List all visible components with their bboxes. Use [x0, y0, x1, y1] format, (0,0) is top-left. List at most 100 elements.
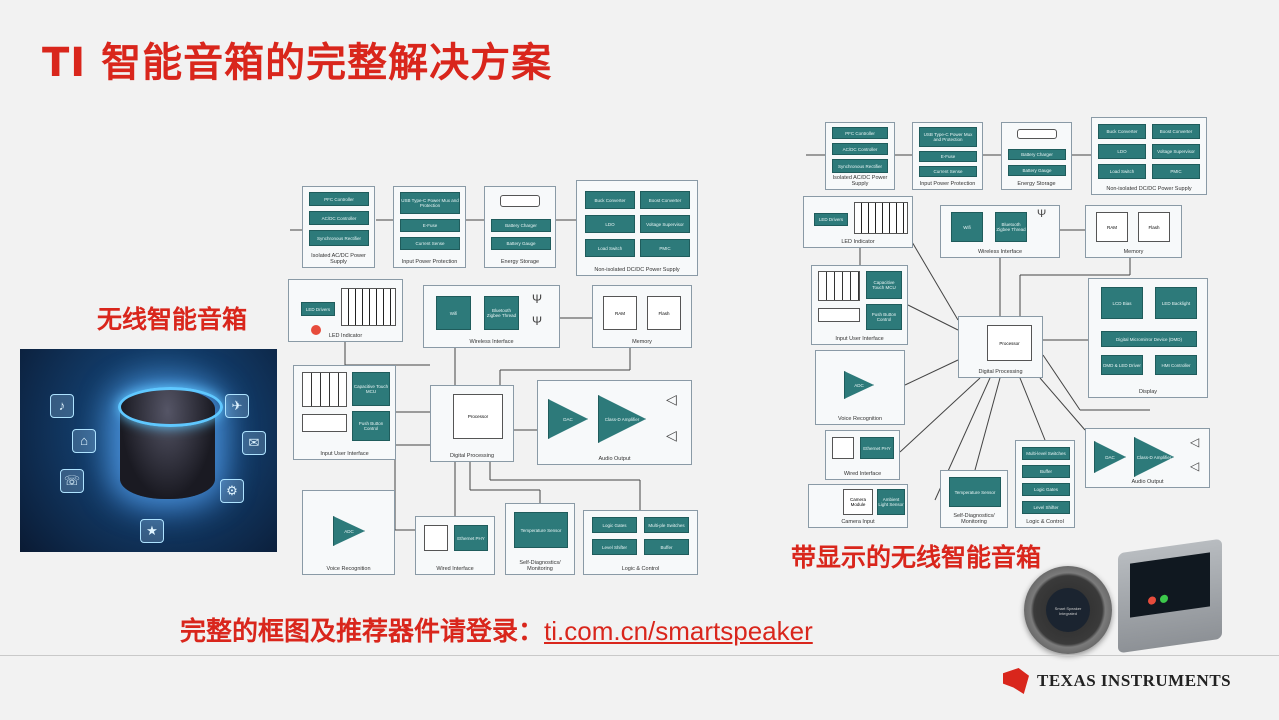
antenna-icon: Ψ — [532, 314, 543, 328]
right-audio-caption: Audio Output — [1131, 479, 1164, 485]
right-logic-item-3: Logic Gates — [1022, 483, 1070, 496]
right-input-power-item-2: E-Fuse — [919, 151, 977, 162]
right-camera-caption: Camera Input — [841, 519, 875, 525]
left-dcdc-item-1: Buck Converter — [585, 191, 635, 209]
left-logic-item-2: Multi-ple Switches — [644, 517, 689, 533]
tablet-speaker-screen — [1130, 552, 1210, 618]
left-led-caption: LED Indicator — [328, 333, 363, 339]
right-audio-block: DAC Class-D Amplifier ◁ ◁ Audio Output — [1085, 428, 1210, 488]
antenna-icon: Ψ — [1037, 208, 1047, 220]
left-energy-item-2: Battery Gauge — [491, 237, 551, 250]
left-input-ui-item-1: Capacitive Touch MCU — [352, 372, 390, 406]
button-row-icon — [302, 414, 347, 432]
right-voice-caption: Voice Recognition — [837, 416, 883, 422]
button-row-icon — [818, 308, 860, 322]
right-input-power-caption: Input Power Protection — [919, 181, 976, 187]
left-wired-item-1: Ethernet PHY — [454, 525, 488, 551]
left-logic-item-4: Buffer — [644, 539, 689, 555]
car-icon: ⚙ — [220, 479, 244, 503]
right-logic-item-4: Level Shifter — [1022, 501, 1070, 514]
right-dcdc-item-6: PMIC — [1152, 164, 1200, 179]
right-memory-item-1: RAM — [1096, 212, 1128, 242]
right-camera-item-1: Camera Module — [843, 489, 873, 515]
right-energy-item-2: Battery Gauge — [1008, 165, 1066, 176]
round-display-speaker-image: Smart Speaker Integrated — [1024, 566, 1112, 654]
right-display-item-4: DMD & LED Driver — [1101, 355, 1143, 375]
speaker-icon: ◁ — [666, 391, 677, 407]
right-memory-item-2: Flash — [1138, 212, 1170, 242]
left-wireless-item-2: Bluetooth Zigbee Thread — [484, 296, 519, 330]
left-dcdc-item-5: Load Switch — [585, 239, 635, 257]
ethernet-port-icon — [832, 437, 854, 459]
speaker-icon: ◁ — [1190, 459, 1200, 473]
left-wired-block: Ethernet PHY Wired Interface — [415, 516, 495, 575]
left-wired-caption: Wired Interface — [436, 566, 474, 572]
left-logic-caption: Logic & Control — [621, 566, 660, 572]
right-logic-block: Multi-level Switches Buffer Logic Gates … — [1015, 440, 1075, 528]
brand-wordmark: TEXAS INSTRUMENTS — [1037, 671, 1232, 690]
right-display-item-5: HMI Controller — [1155, 355, 1197, 375]
right-dcdc-item-5: Load Switch — [1098, 164, 1146, 179]
right-logic-item-2: Buffer — [1022, 465, 1070, 478]
right-energy-item-1: Battery Charger — [1008, 149, 1066, 160]
battery-icon — [1017, 129, 1057, 139]
right-acdc-caption: Isolated AC/DC Power Supply — [832, 175, 888, 187]
left-acdc-item-1: PFC Controller — [309, 192, 369, 206]
right-logic-caption: Logic & Control — [1026, 519, 1064, 525]
right-wireless-item-1: Wifi — [951, 212, 983, 242]
right-display-item-1: LCD Bias — [1101, 287, 1143, 319]
left-input-power-item-2: E-Fuse — [400, 219, 460, 232]
right-display-item-2: LED Backlight — [1155, 287, 1197, 319]
right-diag-item-1: Temperature Sensor — [949, 477, 1001, 507]
left-input-power-item-1: USB Type-C Power Mux and Protection — [400, 192, 460, 214]
right-acdc-item-2: AC/DC Controller — [832, 143, 888, 155]
right-voice-item-1: ADC — [844, 371, 874, 399]
left-dcdc-item-6: PMIC — [640, 239, 690, 257]
left-diag-item-1: Temperature Sensor — [514, 512, 568, 548]
footer-divider — [0, 655, 1279, 656]
left-input-power-block: USB Type-C Power Mux and Protection E-Fu… — [393, 186, 466, 268]
left-memory-item-2: Flash — [647, 296, 681, 330]
antenna-icon: Ψ — [532, 292, 543, 306]
right-dcdc-caption: Non-isolated DC/DC Power Supply — [1106, 186, 1192, 192]
star-icon: ★ — [140, 519, 164, 543]
right-input-ui-item-1: Capacitive Touch MCU — [866, 271, 902, 299]
right-energy-block: Battery Charger Battery Gauge Energy Sto… — [1001, 122, 1072, 190]
ethernet-port-icon — [424, 525, 448, 551]
cta-prefix: 完整的框图及推荐器件请登录： — [180, 617, 545, 647]
left-input-ui-block: Capacitive Touch MCU Push Button Control… — [293, 365, 396, 460]
left-dcdc-block: Buck Converter Boost Converter LDO Volta… — [576, 180, 698, 276]
left-logic-block: Logic Gates Multi-ple Switches Level Shi… — [583, 510, 698, 575]
right-wireless-item-2: Bluetooth Zigbee Thread — [995, 212, 1027, 242]
right-camera-block: Camera Module Ambient Light Sensor Camer… — [808, 484, 908, 528]
touch-grid-icon — [302, 372, 347, 407]
left-dcdc-item-3: LDO — [585, 215, 635, 233]
smartspeaker-link[interactable]: ti.com.cn/smartspeaker — [544, 616, 813, 646]
left-dp-block: Processor Digital Processing — [430, 385, 514, 462]
left-memory-caption: Memory — [632, 339, 652, 345]
left-diag-block: Temperature Sensor Self-Diagnostics/ Mon… — [505, 503, 575, 575]
left-input-power-caption: Input Power Protection — [401, 259, 458, 265]
left-audio-block: DAC Class-D Amplifier ◁ ◁ Audio Output — [537, 380, 692, 465]
left-input-ui-caption: Input User Interface — [320, 451, 369, 457]
right-dcdc-item-2: Boost Converter — [1152, 124, 1200, 139]
right-memory-block: RAM Flash Memory — [1085, 205, 1182, 258]
left-voice-caption: Voice Recognition — [326, 566, 371, 572]
phone-icon: ☏ — [60, 469, 84, 493]
left-input-ui-item-2: Push Button Control — [352, 411, 390, 441]
left-input-power-item-3: Current Sense — [400, 237, 460, 250]
round-speaker-screen: Smart Speaker Integrated — [1046, 588, 1090, 632]
right-acdc-item-1: PFC Controller — [832, 127, 888, 139]
battery-icon — [500, 195, 540, 207]
left-energy-item-1: Battery Charger — [491, 219, 551, 232]
right-wired-caption: Wired Interface — [843, 471, 882, 477]
tablet-display-speaker-image — [1118, 538, 1222, 654]
display-speaker-label: 带显示的无线智能音箱 — [791, 543, 1042, 572]
left-memory-item-1: RAM — [603, 296, 637, 330]
left-voice-block: ADC Voice Recognition — [302, 490, 395, 575]
home-icon: ⌂ — [72, 429, 96, 453]
music-note-icon: ♪ — [50, 394, 74, 418]
right-camera-item-2: Ambient Light Sensor — [877, 489, 905, 515]
ti-logo: TEXAS INSTRUMENTS — [1003, 668, 1231, 694]
